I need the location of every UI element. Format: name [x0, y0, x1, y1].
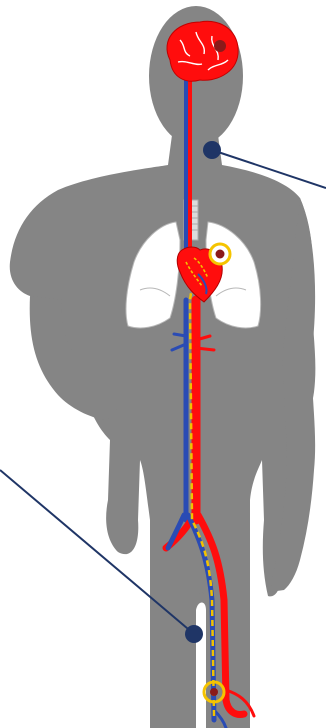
brain-clot: [214, 40, 226, 52]
heart-highlight-ring: [210, 244, 230, 264]
callout-marker-icon: [203, 141, 221, 159]
callout-marker-icon: [185, 625, 203, 643]
brain-icon: [167, 21, 238, 81]
body-silhouette: [10, 6, 316, 728]
